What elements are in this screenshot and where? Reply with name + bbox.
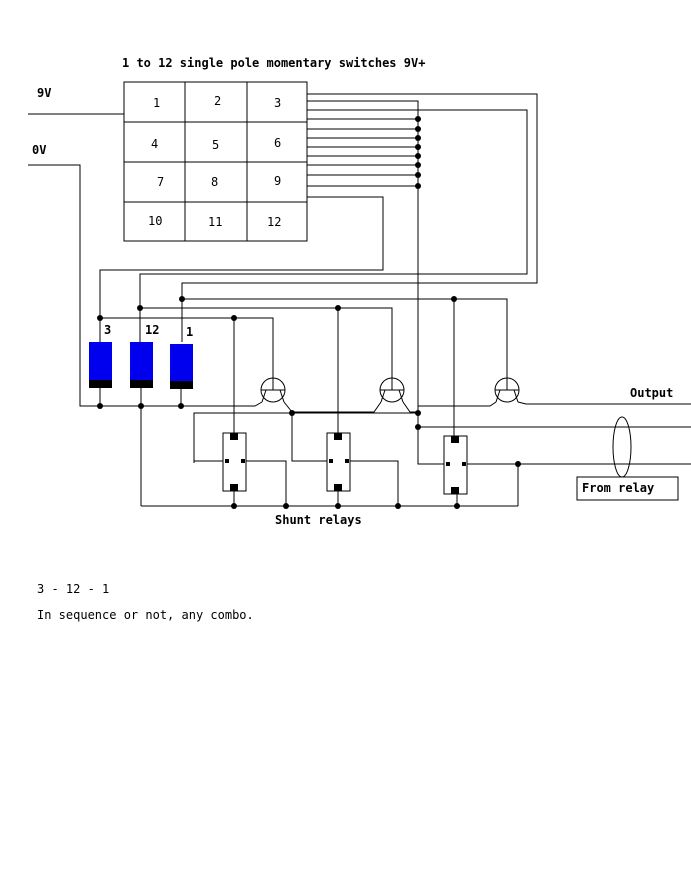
keypad-key-7: 7 — [157, 175, 164, 189]
contact-symbol-a — [260, 377, 286, 403]
output-label: Output — [630, 386, 673, 400]
relay-contacts — [181, 377, 691, 413]
keypad-key-9: 9 — [274, 174, 281, 188]
keypad-key-3: 3 — [274, 96, 281, 110]
relay-coil-12-base — [130, 380, 153, 388]
keypad-key-1: 1 — [153, 96, 160, 110]
relay-label-3: 3 — [104, 323, 111, 337]
sequence-note: 3 - 12 - 1 — [37, 582, 109, 596]
keypad-key-12: 12 — [267, 215, 281, 229]
from-relay-label: From relay — [582, 481, 654, 495]
keypad-wires — [99, 93, 538, 465]
keypad-key-5: 5 — [212, 138, 219, 152]
keypad-key-11: 11 — [208, 215, 222, 229]
supply-0v-label: 0V — [32, 143, 46, 157]
keypad: 1 2 3 4 5 6 7 8 9 10 11 12 — [123, 81, 308, 242]
keypad-key-2: 2 — [214, 94, 221, 108]
from-relay-box — [576, 476, 679, 501]
relay-coil-1-base — [170, 381, 193, 389]
keypad-key-4: 4 — [151, 137, 158, 151]
relay-coil-3 — [89, 342, 112, 380]
relay-coil-12 — [130, 342, 153, 380]
keypad-key-8: 8 — [211, 175, 218, 189]
contact-symbol-c — [494, 377, 520, 403]
supply-0v-wire — [28, 164, 100, 407]
relay-coil-3-base — [89, 380, 112, 388]
shunt-relays-label: Shunt relays — [275, 513, 362, 527]
bus-wires — [100, 298, 508, 436]
keypad-key-6: 6 — [274, 136, 281, 150]
junction-dots — [97, 116, 521, 509]
relay-label-1: 1 — [186, 325, 193, 339]
relay-coils: 3 12 1 — [89, 323, 193, 506]
diagram-title: 1 to 12 single pole momentary switches 9… — [122, 56, 425, 70]
relay-coil-1 — [170, 344, 193, 381]
shunt-feed-wire — [193, 412, 418, 463]
supply-9v-label: 9V — [37, 86, 51, 100]
relay-label-12: 12 — [145, 323, 159, 337]
keypad-key-10: 10 — [148, 214, 162, 228]
contact-symbol-b — [379, 377, 405, 403]
combo-note: In sequence or not, any combo. — [37, 608, 254, 622]
cable-bundle-marker — [612, 416, 632, 478]
